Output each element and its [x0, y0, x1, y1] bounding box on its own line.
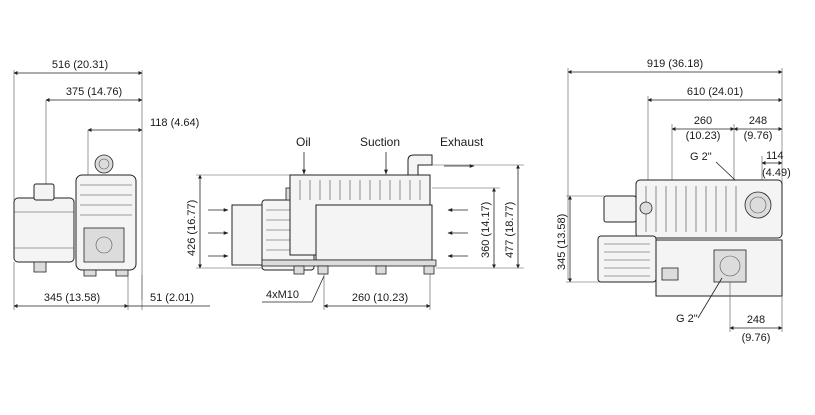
- dim-248-bottom-a: 248: [747, 314, 765, 326]
- exhaust-pipe: [407, 154, 433, 176]
- dim-118-label: 118 (4.64): [150, 117, 199, 129]
- dim-345-label: 345 (13.58): [44, 292, 100, 304]
- dim-426-label: 426 (16.77): [186, 200, 198, 256]
- dim-375-label: 375 (14.76): [66, 86, 122, 98]
- suction-label: Suction: [360, 135, 400, 149]
- air-outlet-arrows-right: [447, 208, 468, 258]
- port-bottom-leader: [697, 277, 723, 319]
- foot: [375, 265, 387, 275]
- foot: [293, 265, 305, 275]
- dim-516-label: 516 (20.31): [52, 59, 108, 71]
- side-view: Oil Suction Exhaust: [186, 135, 524, 310]
- motor-terminal-box: [33, 183, 55, 201]
- exhaust-port: [94, 154, 114, 174]
- dim-51-label: 51 (2.01): [150, 292, 194, 304]
- foot: [33, 261, 47, 273]
- foot: [115, 269, 129, 277]
- left-end-view: 516 (20.31) 375 (14.76) 118 (4.64) 345 (…: [13, 59, 210, 310]
- dim-248-top-b: (9.76): [744, 130, 773, 142]
- dim-114-a: 114: [766, 150, 784, 162]
- exhaust-label: Exhaust: [440, 135, 484, 149]
- dim-248-top-a: 248: [749, 115, 767, 127]
- bolt-leader: [311, 275, 325, 303]
- motor-fan-cover: [231, 204, 263, 266]
- dim-477-label: 477 (18.77): [504, 202, 516, 258]
- port-bottom-label: G 2": [676, 313, 698, 325]
- dim-260-top-b: (10.23): [686, 130, 721, 142]
- dim-248-bottom-b: (9.76): [742, 332, 771, 344]
- oil-label: Oil: [296, 135, 311, 149]
- base-frame: [261, 259, 437, 267]
- dim-260-label: 260 (10.23): [352, 292, 408, 304]
- oil-separator: [315, 204, 433, 261]
- port-g2-top: [744, 191, 772, 219]
- dim-260-top-a: 260: [694, 115, 712, 127]
- small-box: [661, 267, 679, 281]
- bolts-label: 4xM10: [266, 289, 299, 301]
- foot: [83, 269, 97, 277]
- dim-919-label: 919 (36.18): [647, 58, 703, 70]
- dim-114-b: (4.49): [762, 167, 791, 179]
- dim-360-label: 360 (14.17): [480, 202, 492, 258]
- foot: [317, 265, 329, 275]
- motor-fan-end: [603, 195, 637, 223]
- port-g2-bottom: [713, 249, 747, 283]
- foot: [423, 265, 435, 275]
- air-inlet-arrows-left: [208, 208, 229, 258]
- port-small: [639, 201, 653, 215]
- port-top-label: G 2": [690, 151, 712, 163]
- dim-610-label: 610 (24.01): [687, 86, 743, 98]
- oil-sight-glass: [83, 227, 125, 263]
- dim-345-right-label: 345 (13.58): [556, 214, 568, 270]
- top-view: 919 (36.18) 610 (24.01) 260 (10.23) 248 …: [556, 58, 791, 344]
- motor-housing: [13, 197, 75, 263]
- motor-top: [597, 235, 657, 283]
